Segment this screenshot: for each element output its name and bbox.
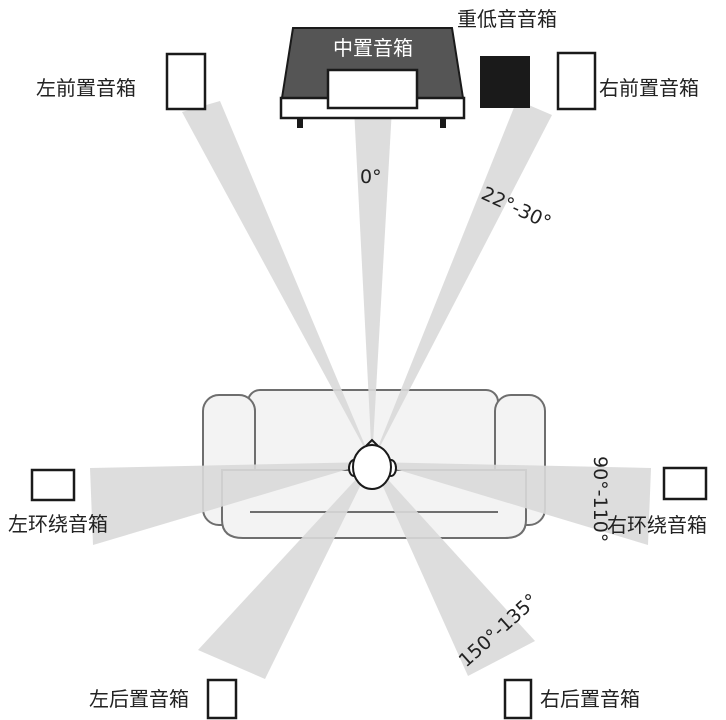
beam-surround-left: [90, 462, 372, 545]
sound-beams: [90, 100, 651, 679]
tv-stand-leg-right: [440, 117, 446, 128]
beam-rear-left: [198, 462, 372, 679]
listener-head-icon: [348, 438, 397, 490]
subwoofer-label: 重低音音箱: [457, 7, 557, 31]
front-right-label: 右前置音箱: [599, 76, 699, 100]
tv-stand-leg-left: [297, 117, 303, 128]
surround-right-label: 右环绕音箱: [607, 513, 707, 537]
center-speaker-label: 中置音箱: [333, 36, 413, 60]
surround-left-label: 左环绕音箱: [8, 512, 108, 536]
beam-surround-right: [372, 462, 651, 545]
angle-center-label: 0°: [360, 166, 382, 188]
beam-rear-right: [372, 462, 535, 676]
tv-console: 中置音箱: [279, 27, 466, 128]
surround-right-speaker: [662, 466, 708, 501]
beam-center: [354, 108, 392, 462]
front-left-speaker: [165, 52, 207, 111]
subwoofer: [480, 56, 530, 108]
surround-left-speaker: [30, 468, 76, 502]
center-speaker: [326, 68, 419, 110]
rear-left-speaker: [206, 678, 238, 720]
beam-front-left: [182, 101, 372, 462]
angle-surround-label: 90°-110°: [589, 456, 611, 542]
beam-front-right: [372, 100, 552, 462]
front-left-label: 左前置音箱: [36, 76, 136, 100]
rear-right-speaker: [503, 678, 533, 720]
sofa-seat: [221, 469, 527, 539]
front-right-speaker: [556, 51, 597, 111]
rear-left-label: 左后置音箱: [89, 687, 189, 711]
rear-right-label: 右后置音箱: [540, 687, 640, 711]
